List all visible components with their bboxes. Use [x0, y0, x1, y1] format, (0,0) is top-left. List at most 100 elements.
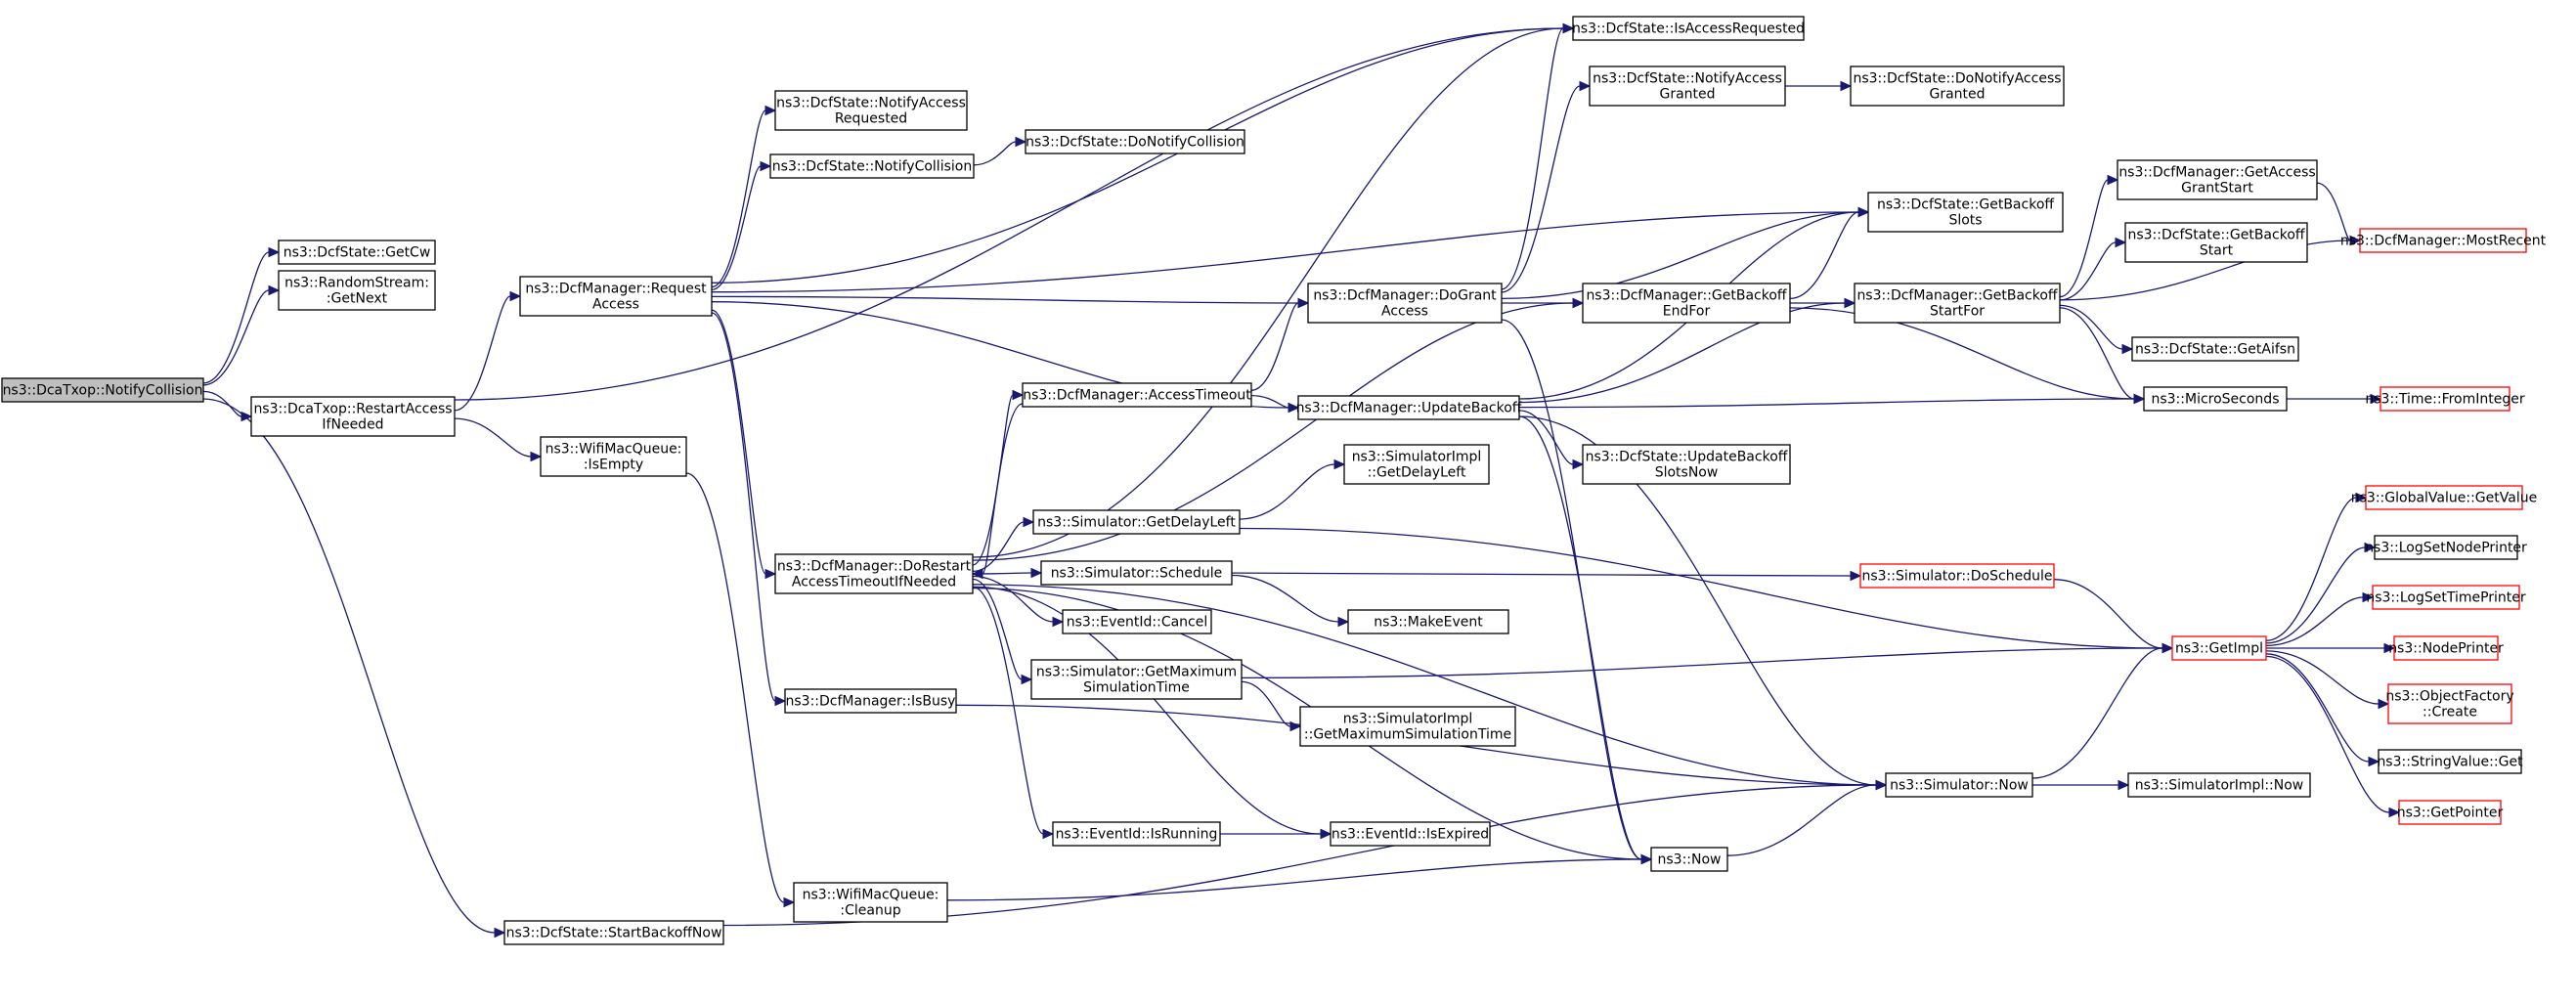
- edge-n6-n11: [685, 472, 785, 903]
- node-label: ns3::DcfState::GetCw: [284, 245, 431, 261]
- arrowhead-n21-n20: [1579, 80, 1592, 92]
- node-label: ns3::GetPointer: [2397, 806, 2504, 821]
- graph-node-n26[interactable]: ns3::EventId::IsExpired: [1330, 821, 1491, 847]
- edge-n3-n5: [454, 295, 511, 412]
- node-label: ns3::RandomStream:: [284, 276, 429, 291]
- node-box: [1062, 609, 1212, 634]
- graph-node-n6[interactable]: ns3::WifiMacQueue::IsEmpty: [540, 436, 687, 477]
- node-label: ns3::LogSetNodePrinter: [2365, 541, 2527, 556]
- graph-node-n18[interactable]: ns3::EventId::IsRunning: [1052, 821, 1221, 847]
- graph-node-n13[interactable]: ns3::DcfManager::AccessTimeout: [1022, 382, 1252, 408]
- graph-node-n23[interactable]: ns3::SimulatorImpl::GetDelayLeft: [1343, 444, 1490, 485]
- edge-n35-n41: [2316, 182, 2351, 241]
- edge-n9-n16: [972, 575, 1054, 623]
- node-label: ns3::SimulatorImpl: [1343, 712, 1473, 727]
- graph-node-n10[interactable]: ns3::DcfManager::IsBusy: [784, 688, 957, 714]
- graph-node-n39[interactable]: ns3::GetImpl: [2171, 635, 2267, 661]
- graph-node-n46[interactable]: ns3::NodePrinter: [2388, 635, 2504, 661]
- node-label: ns3::EventId::Cancel: [1067, 615, 1208, 631]
- node-label: ns3::DcfManager::AccessTimeout: [1023, 388, 1251, 404]
- edge-n21-n19: [1501, 27, 1564, 290]
- graph-node-n44[interactable]: ns3::LogSetNodePrinter: [2365, 535, 2527, 560]
- node-box: [1030, 659, 1243, 700]
- node-box: [2374, 535, 2518, 560]
- edge-n39-n47: [2265, 650, 2380, 705]
- node-label: GrantStart: [2181, 181, 2253, 196]
- graph-node-n43[interactable]: ns3::GlobalValue::GetValue: [2351, 485, 2537, 510]
- graph-node-n11[interactable]: ns3::WifiMacQueue::Cleanup: [793, 882, 948, 923]
- graph-node-n22[interactable]: ns3::DcfManager::UpdateBackoff: [1296, 395, 1522, 420]
- graph-node-n0[interactable]: ns3::DcaTxop::NotifyCollision: [1, 377, 204, 403]
- graph-node-n16[interactable]: ns3::EventId::Cancel: [1062, 609, 1212, 634]
- node-label: ns3::DcfManager::Request: [525, 282, 707, 297]
- graph-node-n14[interactable]: ns3::Simulator::GetDelayLeft: [1032, 509, 1241, 535]
- edge-n33-n39: [2053, 579, 2163, 649]
- graph-node-n17[interactable]: ns3::Simulator::GetMaximumSimulationTime: [1030, 659, 1243, 700]
- arrowhead-n9-n18: [1042, 828, 1055, 840]
- graph-node-n27[interactable]: ns3::Now: [1650, 847, 1728, 872]
- node-label: SimulationTime: [1083, 680, 1190, 696]
- graph-node-n24[interactable]: ns3::MakeEvent: [1347, 609, 1509, 634]
- node-label: ns3::DcfState::IsAccessRequested: [1572, 22, 1805, 37]
- graph-node-n37[interactable]: ns3::DcfState::GetAifsn: [2131, 336, 2299, 362]
- node-box: [774, 90, 968, 131]
- graph-node-n4[interactable]: ns3::DcfState::StartBackoffNow: [503, 920, 724, 945]
- graph-edges: [202, 22, 2401, 939]
- node-box: [2117, 159, 2318, 200]
- graph-node-n42[interactable]: ns3::Time::FromInteger: [2365, 386, 2525, 412]
- arrowhead-n39-n43: [2355, 492, 2368, 503]
- arrowhead-n13-n9: [971, 568, 983, 580]
- graph-node-n41[interactable]: ns3::DcfManager::MostRecent: [2340, 228, 2547, 253]
- node-box: [1025, 129, 1245, 154]
- arrowhead-n9-n17: [1021, 674, 1033, 685]
- node-box: [2143, 386, 2288, 412]
- edge-n3-n6: [454, 417, 532, 458]
- node-label: ns3::DcfState::NotifyAccess: [776, 96, 966, 111]
- arrowhead-n39-n44: [2364, 542, 2377, 553]
- arrowhead-n39-n48: [2368, 756, 2380, 767]
- graph-node-n40[interactable]: ns3::SimulatorImpl::Now: [2127, 772, 2311, 798]
- graph-node-n45[interactable]: ns3::LogSetTimePrinter: [2366, 585, 2526, 610]
- arrowhead-n39-n49: [2388, 807, 2401, 818]
- graph-node-n1[interactable]: ns3::DcfState::GetCw: [278, 240, 436, 265]
- graph-node-n2[interactable]: ns3::RandomStream::GetNext: [278, 270, 436, 311]
- node-label: ns3::DcaTxop::RestartAccess: [253, 402, 452, 417]
- arrowhead-n9-n13: [1012, 389, 1025, 401]
- graph-node-n19[interactable]: ns3::DcfState::IsAccessRequested: [1572, 16, 1805, 41]
- graph-node-n34[interactable]: ns3::Simulator::Now: [1885, 772, 2033, 798]
- node-label: ns3::DcfState::NotifyCollision: [772, 159, 972, 175]
- graph-node-n48[interactable]: ns3::StringValue::Get: [2377, 749, 2523, 774]
- edge-n39-n43: [2265, 497, 2357, 641]
- node-label: ::GetDelayLeft: [1368, 465, 1466, 481]
- graph-node-n25[interactable]: ns3::SimulatorImpl::GetMaximumSimulation…: [1299, 706, 1516, 747]
- graph-node-n9[interactable]: ns3::DcfManager::DoRestartAccessTimeoutI…: [774, 553, 974, 594]
- graph-node-n15[interactable]: ns3::Simulator::Schedule: [1040, 560, 1233, 586]
- graph-node-n33[interactable]: ns3::Simulator::DoSchedule: [1859, 563, 2055, 589]
- node-box: [2127, 772, 2311, 798]
- graph-node-n47[interactable]: ns3::ObjectFactory::Create: [2385, 683, 2514, 724]
- node-label: ns3::MakeEvent: [1374, 615, 1483, 631]
- arrowhead-n21-n29: [1572, 297, 1585, 309]
- node-box: [1582, 444, 1791, 485]
- graph-node-n8[interactable]: ns3::DcfState::NotifyCollision: [769, 153, 975, 179]
- arrowhead-n39-n47: [2378, 698, 2390, 710]
- edge-n22-n27: [1518, 415, 1642, 860]
- graph-node-n12[interactable]: ns3::DcfState::DoNotifyCollision: [1025, 129, 1245, 154]
- node-box: [1, 377, 204, 403]
- graph-node-n38[interactable]: ns3::MicroSeconds: [2143, 386, 2288, 412]
- node-label: ns3::Now: [1658, 852, 1722, 868]
- node-box: [250, 396, 456, 437]
- graph-node-n49[interactable]: ns3::GetPointer: [2397, 800, 2504, 825]
